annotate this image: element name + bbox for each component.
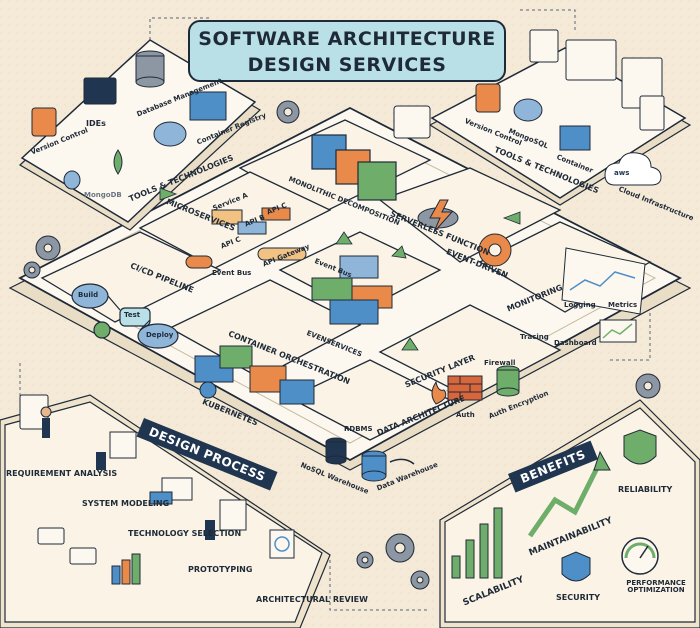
benefit-security: SECURITY: [556, 593, 600, 602]
center-containers: [311, 255, 393, 325]
title-line-1: SOFTWARE ARCHITECTURE: [198, 28, 496, 50]
gear-icon: [478, 233, 512, 267]
monitoring-tracing: Tracing: [520, 333, 549, 341]
database-icon: [496, 365, 520, 397]
cicd-pipeline: [71, 283, 179, 349]
flame-icon: [431, 380, 447, 405]
benefit-reliability: RELIABILITY: [618, 485, 673, 494]
tools-left-panel: [19, 39, 261, 231]
label-mongodb: MongoDB: [84, 191, 122, 199]
lightning-icon: [417, 199, 459, 233]
monitoring-metrics: Metrics: [608, 301, 638, 309]
security-firewall: Firewall: [484, 359, 516, 367]
microservices-pieces: [185, 207, 307, 269]
monitoring-dashboard: Dashboard: [554, 339, 597, 347]
benefits-platform: [439, 399, 700, 628]
flow-arrows: [159, 187, 521, 351]
process-technology-selection: TECHNOLOGY SELECTION: [128, 529, 242, 538]
gear-icon: [23, 100, 661, 590]
process-architectural-review: ARCHITECTURAL REVIEW: [256, 595, 368, 604]
label-event-bus-ms: Event Bus: [212, 269, 252, 277]
monolithic-cubes: [311, 134, 397, 201]
tools-right-panel: [393, 29, 692, 206]
cicd-step-test: Test: [124, 311, 141, 319]
monitoring-screen: [561, 247, 646, 343]
title-banner: SOFTWARE ARCHITECTURE DESIGN SERVICES: [188, 20, 506, 82]
title-line-2: DESIGN SERVICES: [247, 54, 447, 76]
security-auth: Auth: [456, 411, 475, 419]
data-rdbms: RDBMS: [344, 425, 373, 433]
benefit-performance-optimization: PERFORMANCE OPTIMIZATION: [626, 579, 686, 595]
brick-wall-icon: [447, 375, 483, 401]
design-process-platform: [0, 394, 331, 628]
cicd-step-build: Build: [78, 291, 99, 299]
kubernetes-containers: [194, 345, 315, 405]
aws-logo: aws: [614, 169, 630, 177]
process-system-modeling: SYSTEM MODELING: [82, 499, 170, 508]
process-prototyping: PROTOTYPING: [188, 565, 253, 574]
data-architecture-icons: [325, 437, 415, 482]
monitoring-logging: Logging: [564, 301, 596, 309]
process-requirement-analysis: REQUIREMENT ANALYSIS: [6, 469, 118, 478]
label-ides: IDEs: [86, 119, 106, 128]
cicd-step-deploy: Deploy: [146, 331, 174, 339]
